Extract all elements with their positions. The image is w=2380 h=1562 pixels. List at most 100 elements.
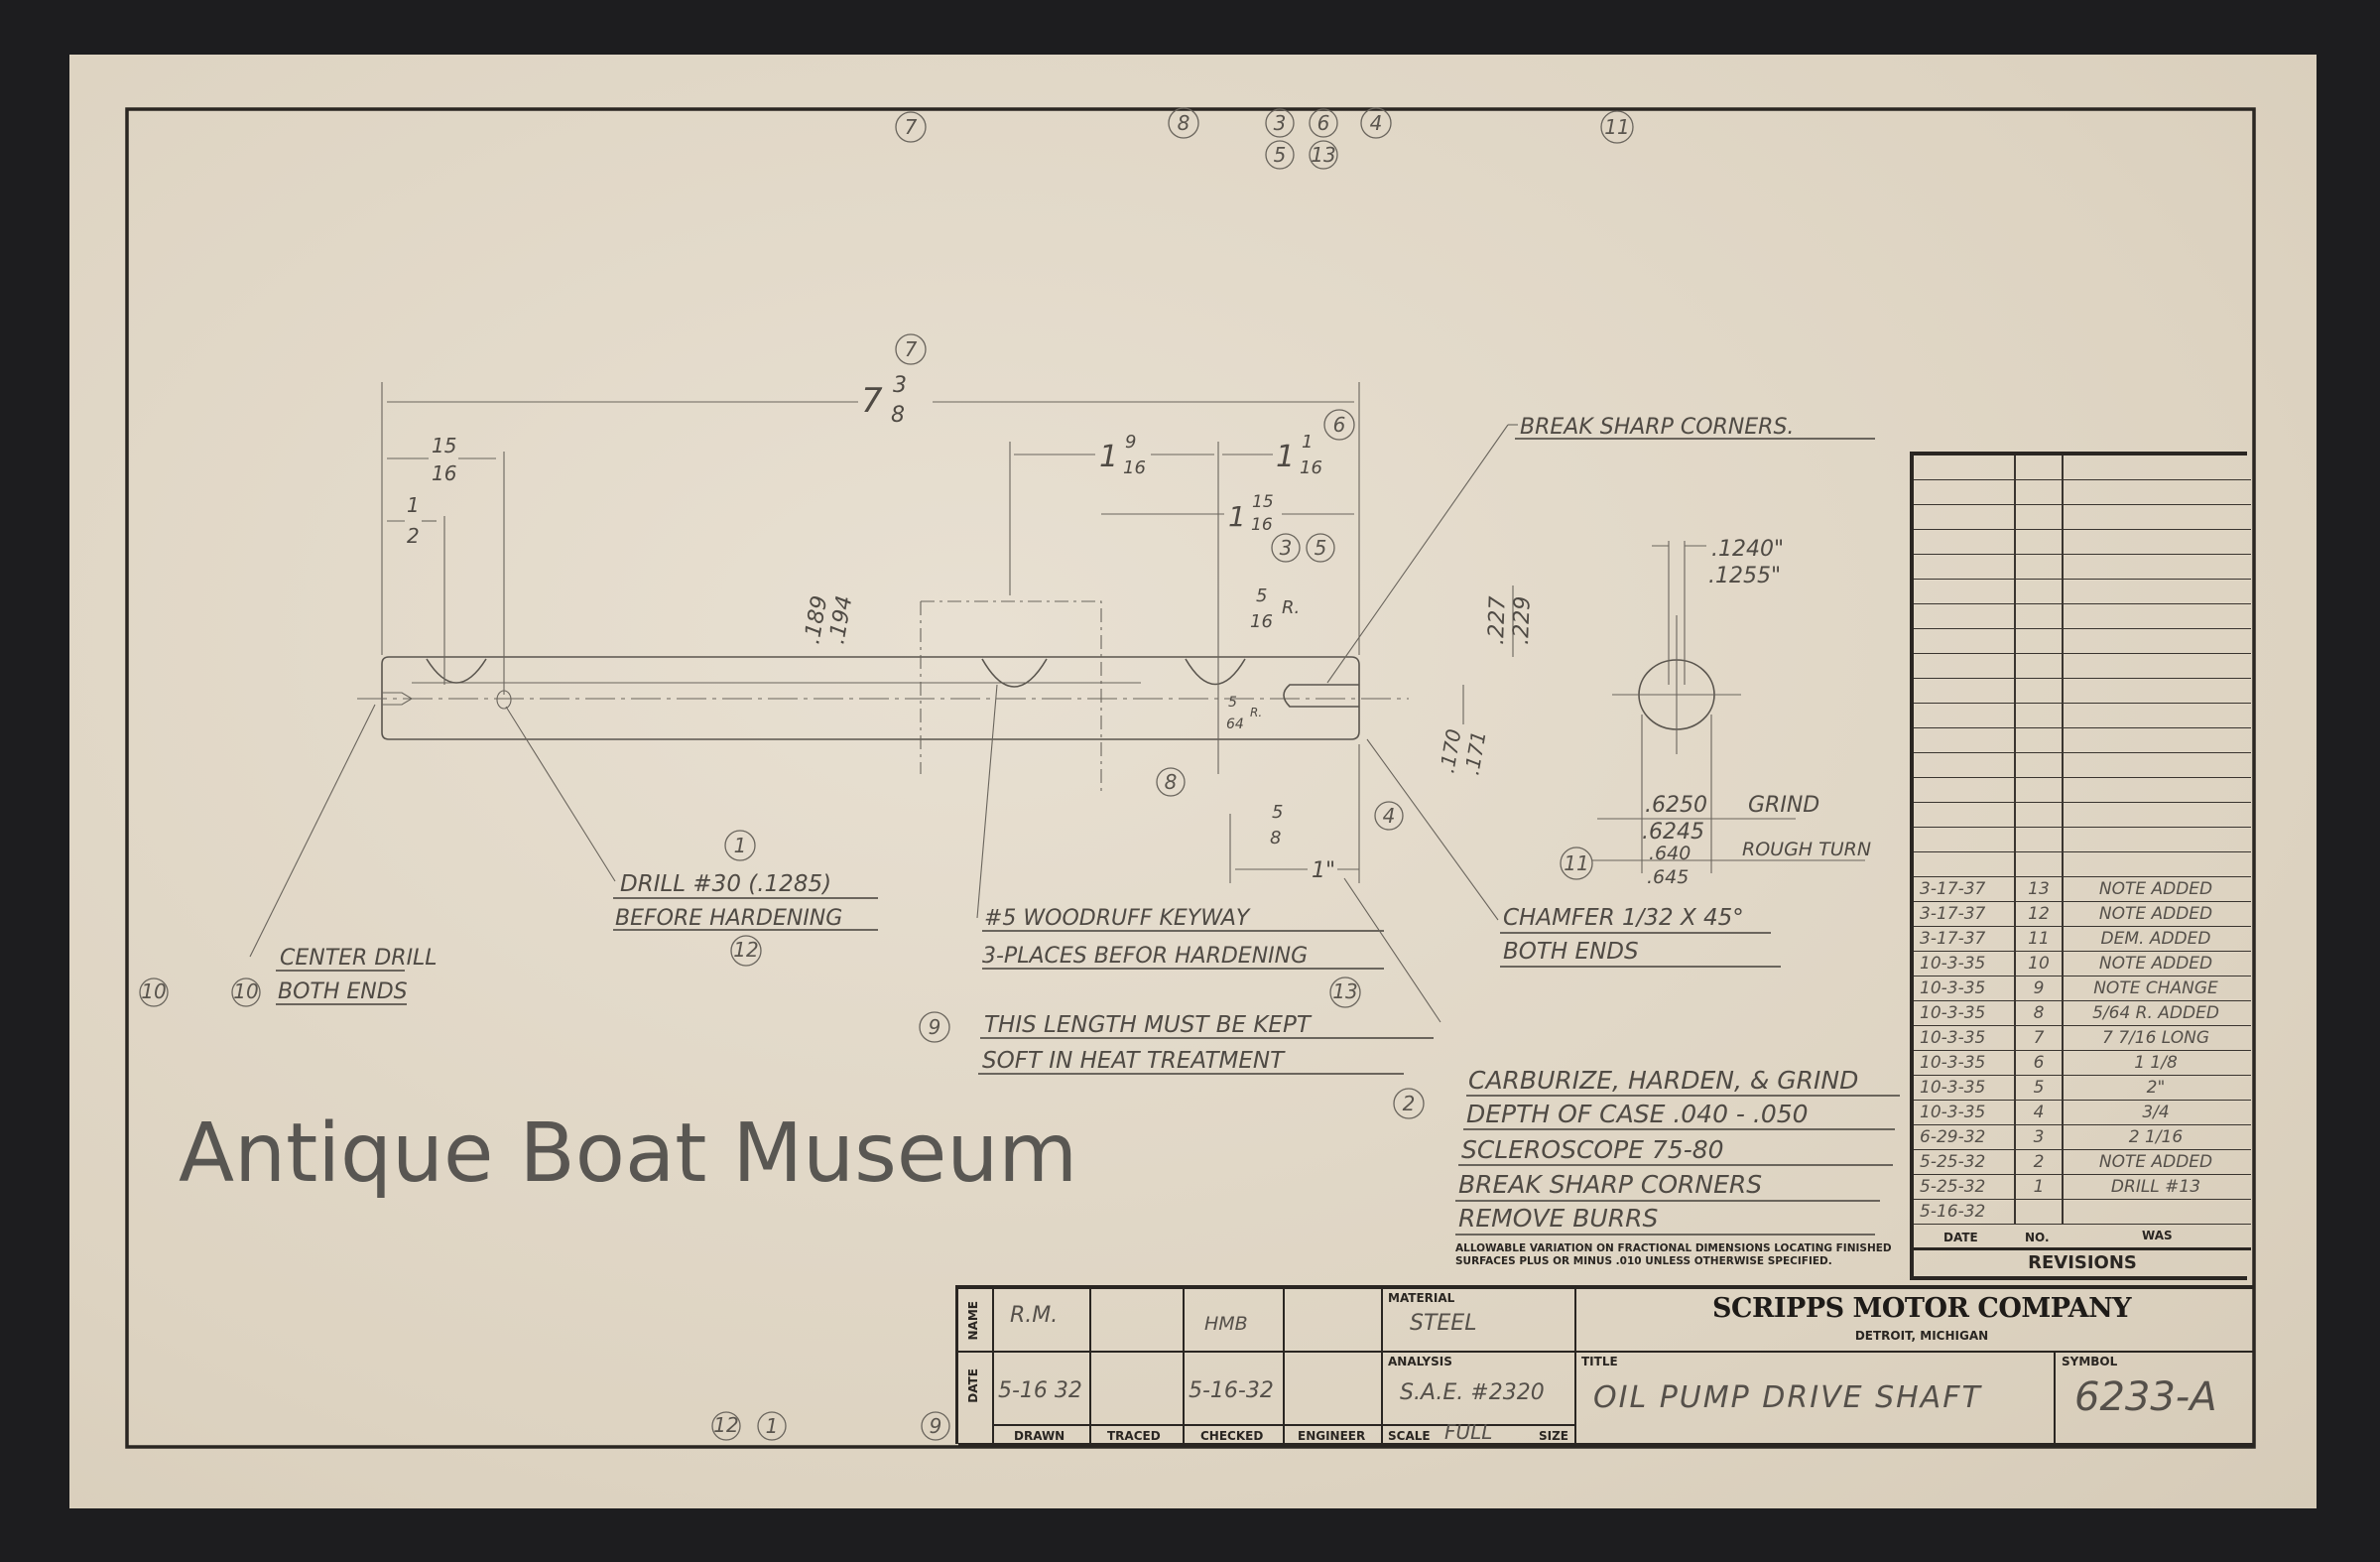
checked-date: 5-16-32 <box>1189 1378 1274 1403</box>
revisions-header-row: DATE NO. WAS <box>1914 1223 2251 1250</box>
svg-text:GRIND: GRIND <box>1748 793 1819 818</box>
scale-value: FULL <box>1444 1420 1493 1444</box>
analysis-value: S.A.E. #2320 <box>1400 1380 1545 1405</box>
col-traced: TRACED <box>1107 1429 1161 1443</box>
svg-text:BREAK SHARP CORNERS.: BREAK SHARP CORNERS. <box>1520 415 1794 440</box>
general-notes: CARBURIZE, HARDEN, & GRIND DEPTH OF CASE… <box>1455 1066 1900 1236</box>
checked-name: HMB <box>1204 1313 1248 1335</box>
svg-text:8: 8 <box>891 403 905 428</box>
revision-was: NOTE CHANGE <box>2093 978 2218 998</box>
revision-date: 6-29-32 <box>1920 1127 1986 1147</box>
tolerance-note: ALLOWABLE VARIATION ON FRACTIONAL DIMENS… <box>1455 1242 1892 1267</box>
svg-text:2: 2 <box>407 524 420 548</box>
svg-text:8: 8 <box>1178 111 1190 135</box>
svg-text:1: 1 <box>1302 432 1313 453</box>
svg-text:11: 11 <box>1564 851 1588 875</box>
svg-text:5: 5 <box>1228 695 1237 711</box>
revision-date: 10-3-35 <box>1920 1103 1986 1122</box>
revision-row-empty <box>1914 753 2251 778</box>
name-row-label: NAME <box>966 1301 980 1341</box>
revision-row-empty <box>1914 828 2251 852</box>
revision-was <box>2065 1200 2247 1225</box>
svg-text:DRILL #30 (.1285): DRILL #30 (.1285) <box>620 871 831 897</box>
revision-was: 2" <box>2146 1078 2166 1098</box>
revision-row-empty <box>1914 679 2251 704</box>
svg-text:2: 2 <box>1403 1092 1416 1115</box>
svg-text:SOFT IN HEAT TREATMENT: SOFT IN HEAT TREATMENT <box>982 1048 1286 1074</box>
revision-row-empty <box>1914 480 2251 505</box>
svg-text:1: 1 <box>1228 500 1246 533</box>
svg-text:.6250: .6250 <box>1645 793 1707 818</box>
top-revision-bubbles: 7 8 3 6 4 5 13 11 <box>895 107 1634 170</box>
revision-date: 10-3-35 <box>1920 954 1986 974</box>
revision-row-empty <box>1914 629 2251 654</box>
svg-text:BOTH ENDS: BOTH ENDS <box>278 979 408 1004</box>
revision-was: DEM. ADDED <box>2100 929 2211 949</box>
revision-row-empty <box>1914 456 2251 480</box>
analysis-label: ANALYSIS <box>1388 1355 1452 1368</box>
svg-text:1: 1 <box>766 1414 779 1438</box>
shaft-end-view: .1240" .1255" .6250 .6245 GRIND .640 .64… <box>1592 537 1871 888</box>
revision-row-empty <box>1914 704 2251 728</box>
revision-was: 2 1/16 <box>2128 1127 2184 1147</box>
svg-text:10: 10 <box>233 979 258 1003</box>
col-engineer: ENGINEER <box>1298 1429 1366 1443</box>
col-checked: CHECKED <box>1200 1429 1264 1443</box>
svg-text:#5 WOODRUFF KEYWAY: #5 WOODRUFF KEYWAY <box>984 906 1251 931</box>
svg-text:REMOVE BURRS: REMOVE BURRS <box>1458 1204 1658 1233</box>
svg-text:3: 3 <box>893 373 907 398</box>
dimension-lines <box>381 382 1514 883</box>
svg-text:3: 3 <box>1280 536 1293 560</box>
revision-date: 5-25-32 <box>1920 1152 1986 1172</box>
svg-text:R.: R. <box>1250 706 1262 719</box>
revision-was: 5/64 R. ADDED <box>2092 1003 2219 1023</box>
callouts: BREAK SHARP CORNERS. CHAMFER 1/32 X 45° … <box>249 415 1875 1075</box>
svg-text:CARBURIZE, HARDEN, & GRIND: CARBURIZE, HARDEN, & GRIND <box>1468 1066 1858 1095</box>
svg-text:12: 12 <box>733 938 758 962</box>
size-label: SIZE <box>1539 1429 1569 1443</box>
drawing-title: OIL PUMP DRIVE SHAFT <box>1593 1380 1982 1415</box>
scale-label: SCALE <box>1388 1429 1431 1443</box>
revision-date: 3-17-37 <box>1920 929 1986 949</box>
svg-text:1: 1 <box>1099 440 1118 474</box>
svg-text:11: 11 <box>1604 115 1629 139</box>
svg-text:.229: .229 <box>1509 595 1536 645</box>
svg-text:7: 7 <box>905 337 918 361</box>
revision-was: NOTE ADDED <box>2098 904 2213 924</box>
svg-text:DEPTH OF CASE .040 - .050: DEPTH OF CASE .040 - .050 <box>1466 1100 1809 1128</box>
revision-row-empty <box>1914 654 2251 679</box>
svg-text:16: 16 <box>1123 457 1146 478</box>
svg-text:16: 16 <box>1300 457 1322 478</box>
svg-text:ROUGH TURN: ROUGH TURN <box>1742 839 1871 860</box>
svg-text:THIS LENGTH MUST BE KEPT: THIS LENGTH MUST BE KEPT <box>984 1012 1313 1038</box>
revision-number: 1 <box>2033 1177 2045 1197</box>
revision-was: NOTE ADDED <box>2098 1152 2213 1172</box>
svg-text:5: 5 <box>1315 536 1327 560</box>
svg-text:5: 5 <box>1274 143 1287 167</box>
sheet-border <box>125 107 2256 1449</box>
material-label: MATERIAL <box>1388 1291 1455 1305</box>
symbol-label: SYMBOL <box>2062 1355 2118 1368</box>
svg-text:16: 16 <box>1250 611 1273 632</box>
svg-text:15: 15 <box>432 434 456 457</box>
revision-date: 3-17-37 <box>1920 879 1986 899</box>
drawing-sheet <box>69 55 2317 1508</box>
title-label: TITLE <box>1581 1355 1618 1368</box>
drawn-date: 5-16 32 <box>998 1378 1082 1403</box>
svg-text:BREAK SHARP CORNERS: BREAK SHARP CORNERS <box>1458 1170 1762 1199</box>
revision-date: 5-25-32 <box>1920 1177 1986 1197</box>
revision-bubbles: 7 6 3 5 8 4 1 12 10 10 13 9 2 11 12 1 9 <box>139 333 1593 1441</box>
revision-row-empty <box>1914 580 2251 604</box>
revision-date: 10-3-35 <box>1920 978 1986 998</box>
svg-text:9: 9 <box>929 1015 941 1039</box>
svg-text:9: 9 <box>1125 432 1136 453</box>
